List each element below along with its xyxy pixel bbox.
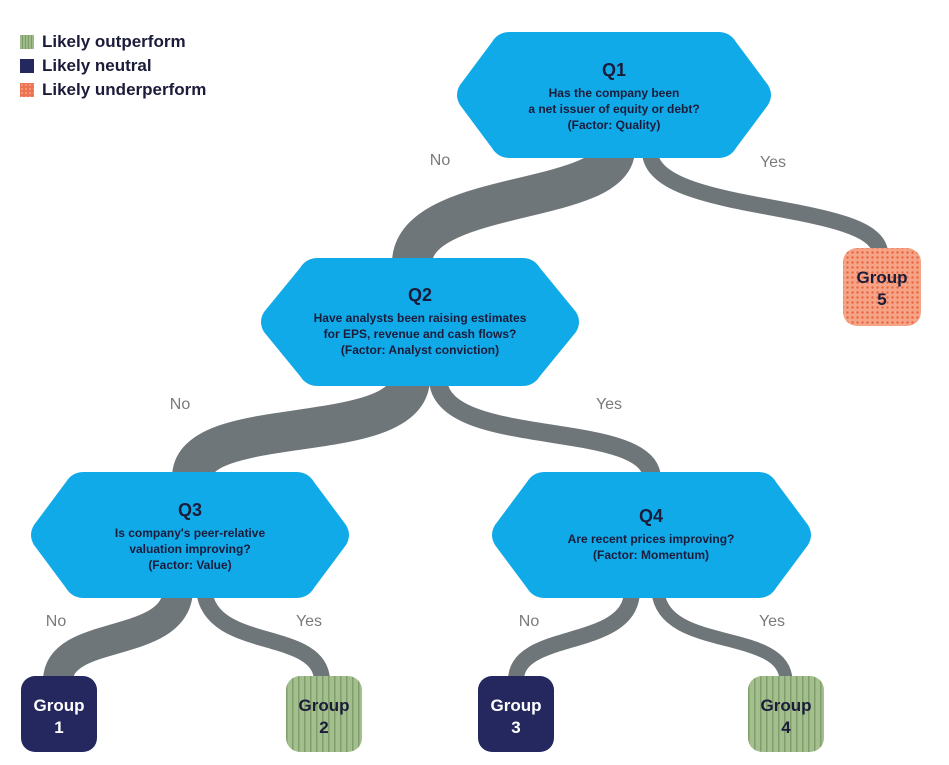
- q2-line-1: Have analysts been raising estimates: [314, 311, 527, 325]
- q4-line-1: Are recent prices improving?: [568, 532, 735, 546]
- q1-hexagon: [457, 32, 771, 158]
- q2-line-2: for EPS, revenue and cash flows?: [324, 327, 517, 341]
- q1-line-1: Has the company been: [549, 86, 680, 100]
- legend-label: Likely neutral: [42, 56, 152, 75]
- legend-item-neutral: Likely neutral: [20, 54, 206, 78]
- group-4-box: [748, 676, 824, 752]
- group-3-number: 3: [511, 718, 520, 737]
- underperform-swatch-icon: [20, 83, 34, 97]
- legend-label: Likely outperform: [42, 32, 186, 51]
- connector-q3-yes: [196, 588, 330, 682]
- q3-line-2: valuation improving?: [129, 542, 250, 556]
- group-2-number: 2: [319, 718, 328, 737]
- q3-id: Q3: [178, 500, 202, 520]
- group-5-number: 5: [877, 290, 886, 309]
- group-2-label: Group: [299, 696, 350, 715]
- q3-hexagon: [31, 472, 349, 598]
- q2-yes-label: Yes: [596, 396, 622, 413]
- q1-id: Q1: [602, 60, 626, 80]
- group-3-box: [478, 676, 554, 752]
- neutral-swatch-icon: [20, 59, 34, 73]
- q1-no-label: No: [430, 152, 451, 169]
- q4-line-2: (Factor: Momentum): [593, 548, 709, 562]
- q4-no-label: No: [519, 613, 540, 630]
- legend: Likely outperform Likely neutral Likely …: [20, 30, 206, 102]
- q1-line-2: a net issuer of equity or debt?: [528, 102, 699, 116]
- q4-yes-label: Yes: [759, 613, 785, 630]
- legend-item-underperform: Likely underperform: [20, 78, 206, 102]
- group-1-label: Group: [34, 696, 85, 715]
- group-4-label: Group: [761, 696, 812, 715]
- connector-q3-no: [43, 587, 193, 683]
- legend-item-outperform: Likely outperform: [20, 30, 206, 54]
- q2-no-label: No: [170, 396, 191, 413]
- connectors: [43, 145, 888, 683]
- q2-hexagon: [261, 258, 579, 386]
- connector-q1-yes: [642, 150, 888, 255]
- q4-id: Q4: [639, 506, 663, 526]
- legend-label: Likely underperform: [42, 80, 207, 99]
- group-1-box: [21, 676, 97, 752]
- q1-yes-label: Yes: [760, 154, 786, 171]
- q3-line-1: Is company's peer-relative: [115, 526, 266, 540]
- q2-line-3: (Factor: Analyst conviction): [341, 343, 499, 357]
- group-2-box: [286, 676, 362, 752]
- connector-q4-no: [508, 590, 640, 682]
- group-5-label: Group: [857, 268, 908, 287]
- q3-no-label: No: [46, 613, 67, 630]
- connector-q2-no: [172, 375, 430, 482]
- outperform-swatch-icon: [20, 35, 34, 49]
- q1-line-3: (Factor: Quality): [568, 118, 661, 132]
- q4-hexagon: [492, 472, 811, 598]
- group-5-box: [843, 248, 921, 326]
- group-4-number: 4: [781, 718, 791, 737]
- group-1-number: 1: [54, 718, 63, 737]
- group-3-label: Group: [491, 696, 542, 715]
- connector-q2-yes: [429, 378, 661, 480]
- connector-q1-no: [392, 145, 635, 266]
- connector-q4-yes: [651, 590, 793, 682]
- q2-id: Q2: [408, 285, 432, 305]
- q3-yes-label: Yes: [296, 613, 322, 630]
- q3-line-3: (Factor: Value): [148, 558, 231, 572]
